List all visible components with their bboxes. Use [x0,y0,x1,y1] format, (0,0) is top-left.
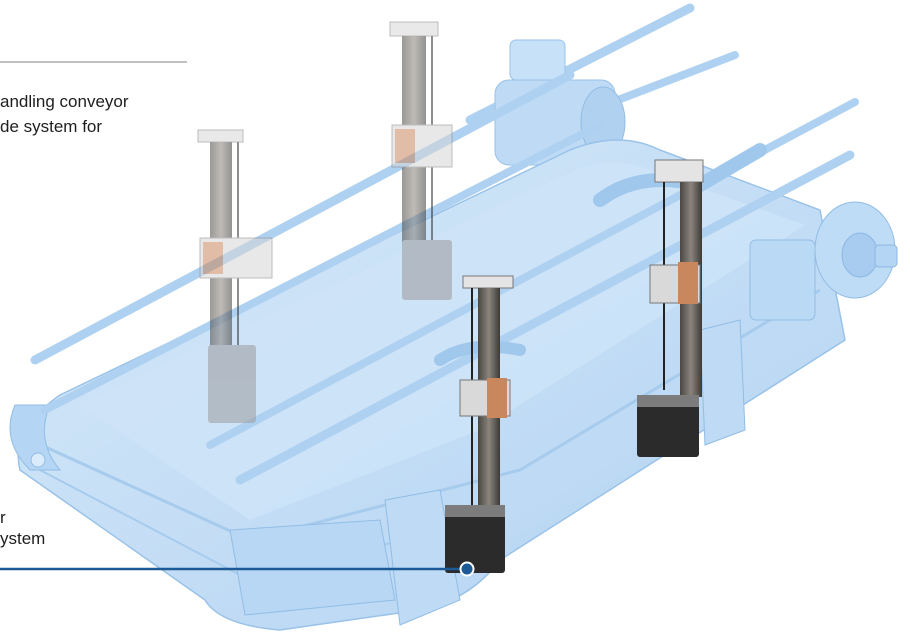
callout-dot [459,561,475,577]
linear-slide-front-right [637,159,704,457]
conveyor-frame [9,3,898,631]
linear-slide-rear-left [197,129,273,423]
linear-slide-rear-right [389,21,453,300]
annotation-top-line-1: andling conveyor [0,92,129,111]
annotation-top-line-2: de system for [0,117,103,136]
annotation-bottom-line-2: ystem [0,529,46,548]
annotation-bottom-line-1: r [0,508,6,527]
linear-slide-front-center [445,275,514,573]
